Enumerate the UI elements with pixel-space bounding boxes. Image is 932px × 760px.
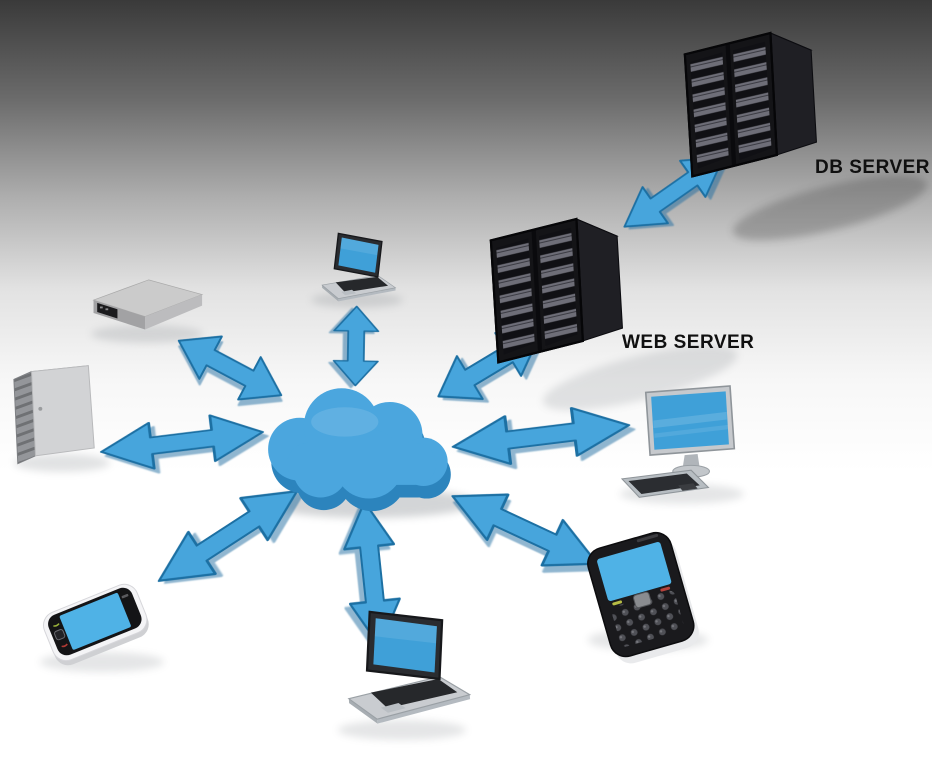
storage-tower-icon [13,365,95,465]
web-server-label: WEB SERVER [622,332,754,353]
db-server-label: DB SERVER [815,157,930,178]
cloud-icon [268,388,451,512]
